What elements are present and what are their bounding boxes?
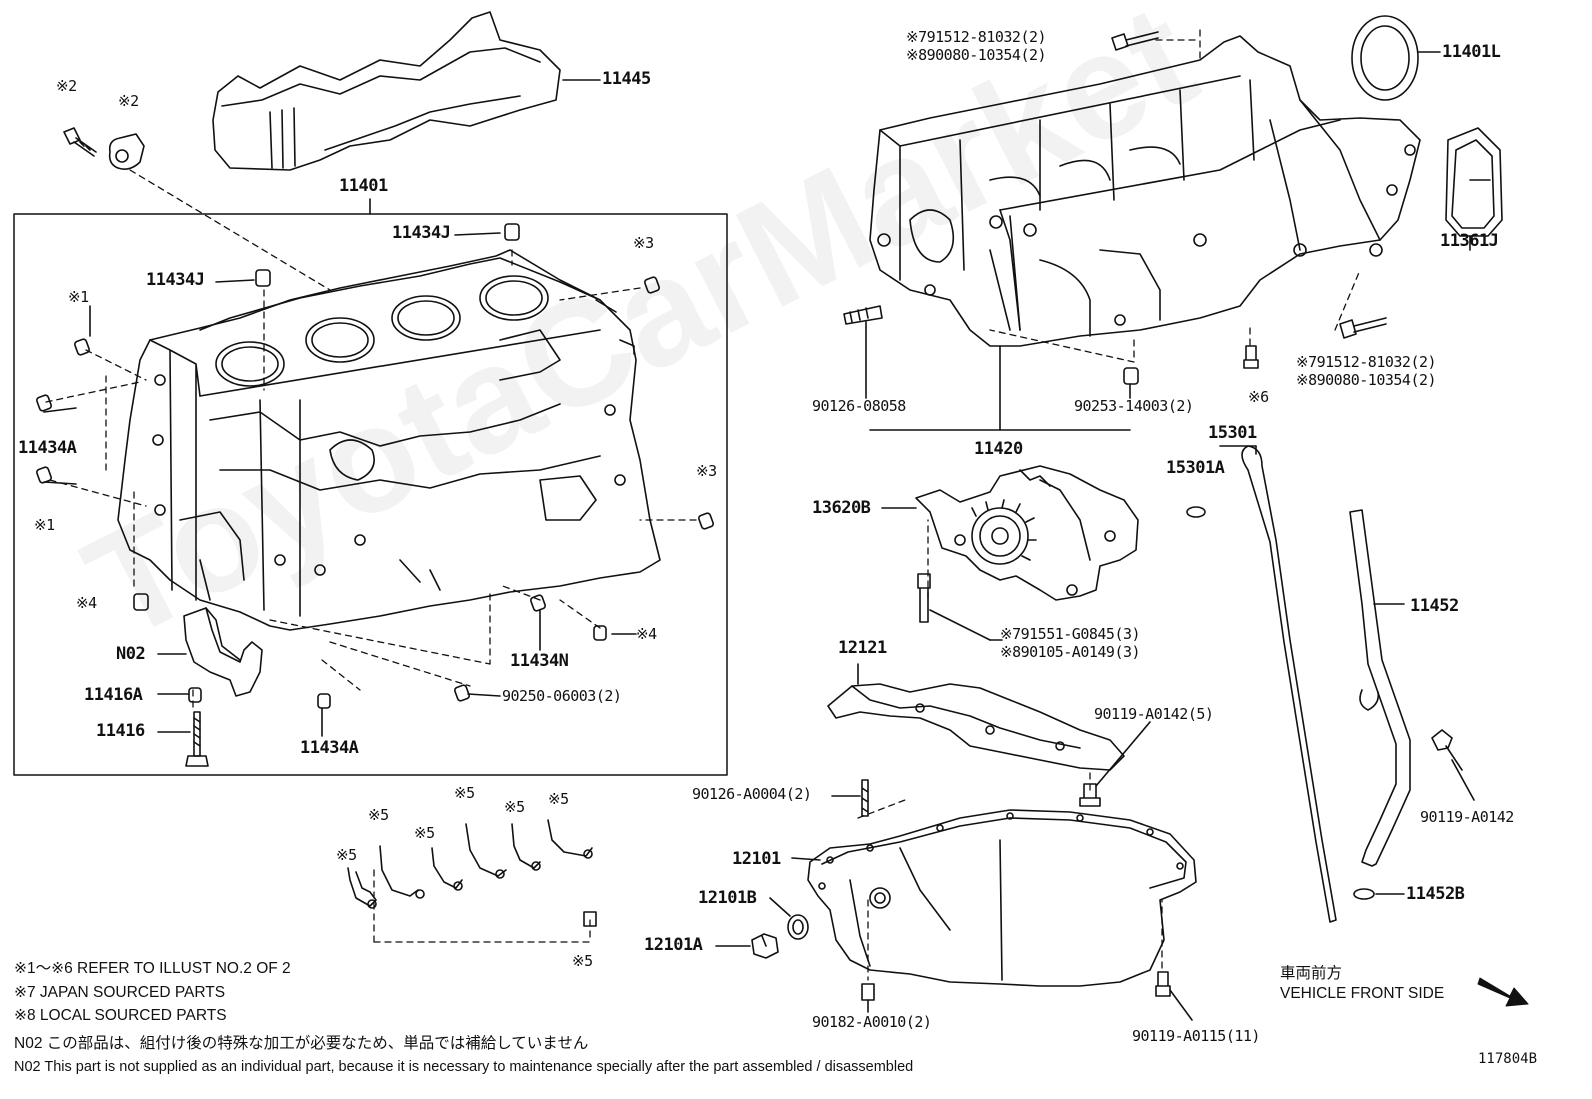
label-12101B[interactable]: 12101B — [698, 888, 757, 908]
note-japan-sourced: ※7 JAPAN SOURCED PARTS — [14, 984, 226, 1001]
crankcase-bolts-drawing — [843, 31, 1387, 385]
front-arrow-drawing — [1477, 977, 1529, 1007]
note-n02-jp: N02 この部品は、組付け後の特殊な加工が必要なため、単品では補給していません — [14, 1035, 589, 1052]
bolt-mk2-drawing — [63, 127, 97, 157]
bolt-90119-A0142-5-drawing — [1079, 783, 1101, 807]
mark-5-d: ※5 — [454, 784, 475, 802]
label-90126-08058[interactable]: 90126-08058 — [812, 397, 906, 415]
label-91551-G0845[interactable]: ※791551-G0845(3) — [1000, 625, 1141, 643]
label-15301[interactable]: 15301 — [1208, 423, 1257, 443]
crankcase-11420-drawing — [869, 35, 1421, 347]
dipstick-15301-drawing — [1241, 445, 1337, 923]
label-90105-A0149[interactable]: ※890105-A0149(3) — [1000, 643, 1141, 661]
label-12121[interactable]: 12121 — [838, 638, 887, 658]
note-n02-en: N02 This part is not supplied as an indi… — [14, 1059, 914, 1075]
label-13620B[interactable]: 13620B — [812, 498, 871, 518]
label-90119-A0142-5[interactable]: 90119-A0142(5) — [1094, 705, 1214, 723]
oil-pump-13620B-drawing — [915, 465, 1139, 601]
label-12101[interactable]: 12101 — [732, 849, 781, 869]
drain-plug-12101A-drawing — [751, 933, 779, 959]
gasket-12101B-drawing — [787, 914, 809, 940]
bearing-cap-n02-drawing — [183, 607, 263, 697]
mark-3-right: ※3 — [696, 462, 717, 480]
mark-1-bottom: ※1 — [34, 516, 55, 534]
oil-pan-12101-drawing — [807, 809, 1197, 987]
label-15301A[interactable]: 15301A — [1166, 458, 1225, 478]
dipstick-guide-11452-drawing — [1349, 509, 1411, 867]
pump-bolt-drawing — [917, 573, 931, 623]
mark-4-right: ※4 — [636, 625, 657, 643]
mark-5-g: ※5 — [572, 952, 593, 970]
label-90253-14003[interactable]: 90253-14003(2) — [1074, 397, 1194, 415]
bolt-90119-A0142-drawing — [1431, 729, 1463, 771]
label-90126-A0004[interactable]: 90126-A0004(2) — [692, 785, 812, 803]
label-90119-A0142[interactable]: 90119-A0142 — [1420, 808, 1514, 826]
label-11420[interactable]: 11420 — [974, 439, 1023, 459]
mark-5-a: ※5 — [336, 846, 357, 864]
label-91512-81032-right[interactable]: ※791512-81032(2) — [1296, 353, 1437, 371]
label-11361J[interactable]: 11361J — [1440, 231, 1499, 251]
mark-2-bolt: ※2 — [56, 77, 77, 95]
label-11434J-top[interactable]: 11434J — [392, 223, 451, 243]
front-label-en: VEHICLE FRONT SIDE — [1280, 985, 1445, 1002]
mark-5-e: ※5 — [504, 798, 525, 816]
label-11416[interactable]: 11416 — [96, 721, 145, 741]
label-11434N[interactable]: 11434N — [510, 651, 569, 671]
mark-2-sensor: ※2 — [118, 92, 139, 110]
mark-3-top: ※3 — [633, 234, 654, 252]
label-11416A[interactable]: 11416A — [84, 685, 143, 705]
note-local-sourced: ※8 LOCAL SOURCED PARTS — [14, 1007, 227, 1024]
diagram-number: 117804B — [1478, 1051, 1538, 1067]
label-90182-A0010[interactable]: 90182-A0010(2) — [812, 1013, 932, 1031]
label-11401[interactable]: 11401 — [339, 176, 388, 196]
cylinder-block-drawing — [117, 249, 661, 631]
dowel-pins — [36, 223, 714, 709]
label-90080-10354-top[interactable]: ※890080-10354(2) — [906, 46, 1047, 64]
o-ring-11452B-drawing — [1353, 888, 1375, 900]
label-90250-06003[interactable]: 90250-06003(2) — [502, 687, 622, 705]
bolt-11416-drawing — [185, 711, 209, 767]
mark-6: ※6 — [1248, 388, 1269, 406]
label-11434J-left[interactable]: 11434J — [146, 270, 205, 290]
label-91512-81032-top[interactable]: ※791512-81032(2) — [906, 28, 1047, 46]
bolt-90119-A0115-drawing — [1155, 971, 1171, 997]
label-N02[interactable]: N02 — [116, 644, 146, 664]
oil-jets-drawing — [347, 819, 597, 927]
label-11401L[interactable]: 11401L — [1442, 42, 1501, 62]
label-11445[interactable]: 11445 — [602, 69, 651, 89]
mark-5-f: ※5 — [548, 790, 569, 808]
baffle-plate-12121-drawing — [827, 683, 1125, 771]
mark-4-left: ※4 — [76, 594, 97, 612]
label-12101A[interactable]: 12101A — [644, 935, 703, 955]
label-90119-A0115[interactable]: 90119-A0115(11) — [1132, 1027, 1260, 1045]
sensor-mk2-drawing — [108, 133, 145, 170]
mark-5-c: ※5 — [414, 824, 435, 842]
label-90080-10354-right[interactable]: ※890080-10354(2) — [1296, 371, 1437, 389]
insulator-11445-drawing — [212, 11, 561, 171]
front-label-jp: 車両前方 — [1280, 965, 1343, 982]
oil-seal-11401L-drawing — [1351, 15, 1419, 101]
label-11434A-left[interactable]: 11434A — [18, 438, 77, 458]
label-11452B[interactable]: 11452B — [1406, 884, 1465, 904]
label-11434A-bottom[interactable]: 11434A — [300, 738, 359, 758]
bolt-90182-drawing — [861, 983, 875, 1001]
gasket-11361J-drawing — [1445, 127, 1503, 237]
label-11452[interactable]: 11452 — [1410, 596, 1459, 616]
o-ring-15301A-drawing — [1186, 506, 1206, 518]
note-refer: ※1～※6 REFER TO ILLUST NO.2 OF 2 — [14, 960, 291, 977]
stud-90126-A0004-drawing — [861, 779, 869, 817]
mark-5-b: ※5 — [368, 806, 389, 824]
mark-1-top: ※1 — [68, 288, 89, 306]
